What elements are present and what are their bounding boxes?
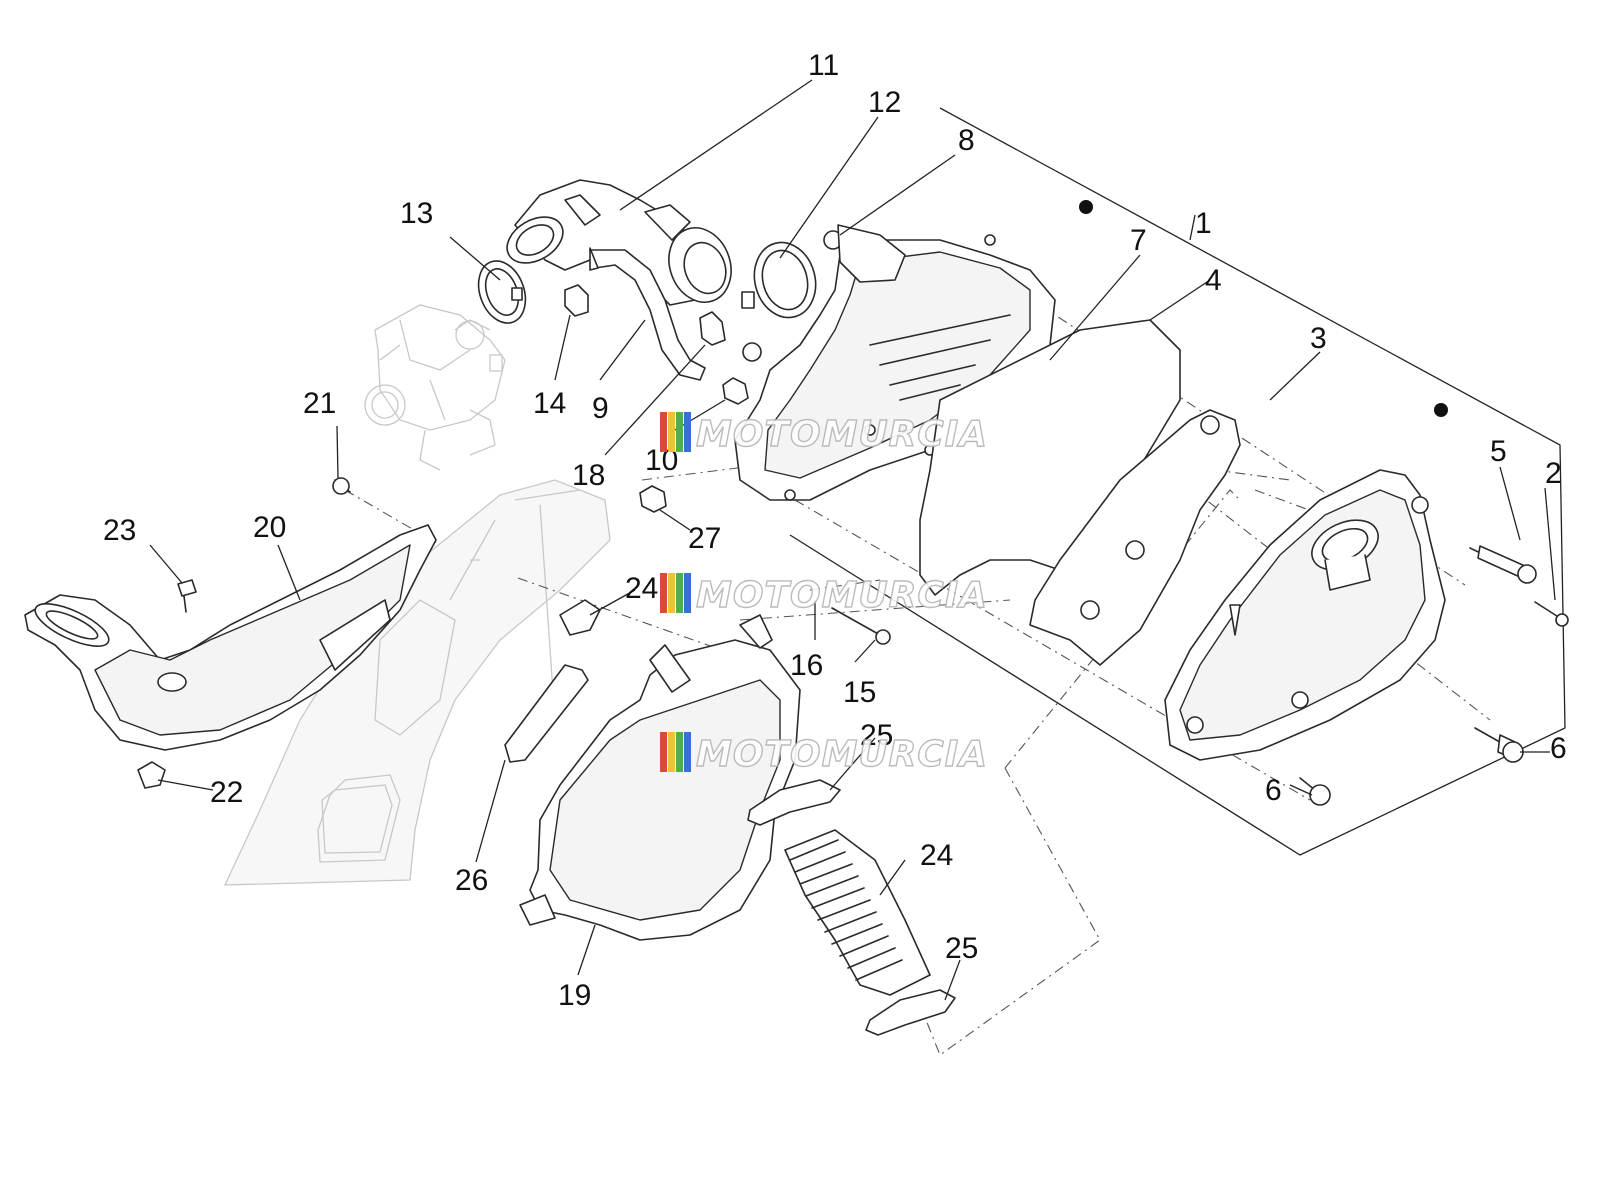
callout-4: 4 (1205, 264, 1222, 297)
callout-13: 13 (400, 197, 433, 230)
ghost-throttle-body (364, 304, 506, 471)
screw-6-upper (1474, 727, 1524, 763)
callout-26: 26 (455, 864, 488, 897)
screw-15 (831, 607, 891, 645)
clip-24 (559, 599, 601, 636)
seal-26 (504, 664, 589, 763)
watermark-flag-yellow (668, 732, 675, 772)
kit-bracket (789, 107, 1566, 856)
kit-dot-upper (1079, 200, 1093, 214)
watermark-flag-green (676, 732, 683, 772)
callout-15: 15 (843, 676, 876, 709)
callout-19: 19 (558, 979, 591, 1012)
screw-5 (1469, 545, 1537, 584)
watermark-flag-red (660, 732, 667, 772)
callout-21: 21 (303, 387, 336, 420)
watermark-flag-green (676, 573, 683, 613)
side-intake-20 (24, 524, 437, 751)
callouts: 1 2 3 4 5 6 6 7 8 9 10 11 12 13 14 15 16… (103, 49, 1567, 1012)
bellows-24 (784, 829, 931, 996)
watermark-text: MOTOMURCIA (696, 734, 988, 775)
callout-9: 9 (592, 392, 609, 425)
callout-25-upper: 25 (860, 719, 893, 752)
watermark-flag-red (660, 573, 667, 613)
watermark-2: MOTOMURCIA (660, 573, 988, 617)
watermark-text: MOTOMURCIA (696, 575, 988, 616)
watermark-flag-blue (684, 732, 691, 772)
callout-2: 2 (1545, 457, 1562, 490)
watermark-text: MOTOMURCIA (696, 414, 988, 455)
callout-24-clip: 24 (625, 572, 658, 605)
callout-25-lower: 25 (945, 932, 978, 965)
callout-6-lower: 6 (1265, 774, 1282, 807)
callout-11: 11 (808, 49, 839, 82)
filter-cover (1164, 469, 1446, 761)
callout-1: 1 (1195, 207, 1212, 240)
watermark-flag-yellow (668, 573, 675, 613)
callout-6-upper: 6 (1550, 732, 1567, 765)
watermark-flag-green (676, 412, 683, 452)
callout-27: 27 (688, 522, 721, 555)
grommet-14 (564, 284, 589, 317)
callout-20: 20 (253, 511, 286, 544)
kit-dot-lower (1434, 403, 1448, 417)
bolt-23 (177, 579, 197, 613)
callout-12: 12 (868, 86, 901, 119)
screw-21 (332, 477, 351, 495)
callout-3: 3 (1310, 322, 1327, 355)
callout-16: 16 (790, 649, 823, 682)
clamp-13 (477, 260, 527, 324)
lower-duct-19 (519, 614, 801, 941)
watermark-flag-blue (684, 573, 691, 613)
breather-hose (589, 247, 706, 381)
watermark-3: MOTOMURCIA (660, 732, 988, 776)
filter-element-3 (1029, 409, 1241, 666)
callout-18: 18 (572, 459, 605, 492)
callout-5: 5 (1490, 435, 1507, 468)
callout-22: 22 (210, 776, 243, 809)
clip-22 (137, 761, 166, 789)
watermark-1: MOTOMURCIA (660, 412, 988, 456)
filter-housing (734, 224, 1056, 501)
watermark-flag-red (660, 412, 667, 452)
callout-24-bellows: 24 (920, 839, 953, 872)
washer-18 (742, 342, 762, 362)
clip-18 (699, 311, 726, 346)
nut-27 (639, 485, 667, 513)
watermark-flag-yellow (668, 412, 675, 452)
callout-7: 7 (1130, 224, 1147, 257)
intake-duct (506, 179, 732, 306)
spacer-10 (722, 377, 749, 405)
screw-2 (1534, 601, 1569, 627)
callout-8: 8 (958, 124, 975, 157)
clamp-25-lower (865, 989, 956, 1036)
callout-14: 14 (533, 387, 566, 420)
leader-lines (149, 79, 1556, 1001)
screw-6-lower (1299, 777, 1331, 806)
clamp-12 (741, 241, 817, 319)
watermark-flag-blue (684, 412, 691, 452)
clamp-25-upper (747, 779, 841, 826)
callout-23: 23 (103, 514, 136, 547)
